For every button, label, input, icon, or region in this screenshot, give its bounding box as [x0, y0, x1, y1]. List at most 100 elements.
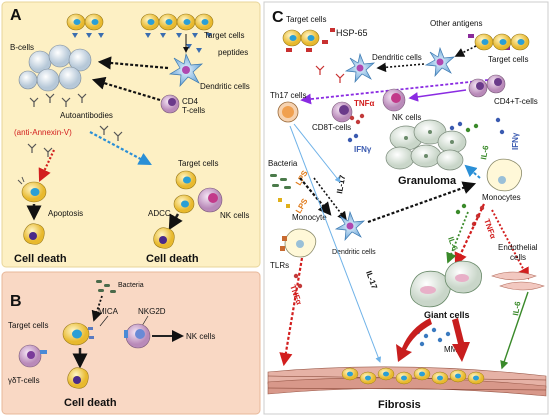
b-cells-cluster	[18, 44, 92, 92]
other-antigens-label: Other antigens	[430, 19, 482, 28]
cytokine-dots-left	[293, 273, 303, 289]
monocyte-label: Monocyte	[292, 213, 327, 222]
arrow-to-giant	[454, 203, 485, 266]
arrow-bacteria-to-monocyte	[299, 177, 332, 216]
arrow-tnfa-to-fibrosis-left	[279, 257, 304, 367]
peptide-triangles	[72, 33, 212, 53]
cd4-label-c: CD4+T-cells	[494, 97, 538, 106]
target-cells-row-2	[140, 13, 214, 31]
antibodies-group	[27, 93, 123, 157]
panel-b-letter: B	[10, 293, 22, 310]
endothelial-label: Endothelial	[498, 243, 538, 252]
line-il17-2	[289, 125, 382, 363]
arrow-adcc	[168, 213, 183, 231]
big-arrow-giant-to-fibrosis-2	[452, 318, 470, 362]
lps-molecules	[278, 198, 290, 208]
line-nkg2d	[141, 315, 149, 327]
target-cells-label-b: Target cells	[8, 321, 48, 330]
mica-receptors	[88, 327, 94, 339]
ifny-label-2: IFNγ	[511, 132, 520, 150]
fibrosis-label: Fibrosis	[378, 399, 421, 411]
cytokine-dots-right	[449, 117, 505, 135]
nkg2d-label: NKG2D	[138, 307, 166, 316]
panel-a-letter: A	[10, 7, 22, 24]
dying-cell-b	[67, 367, 89, 389]
giant-cells	[409, 260, 483, 308]
target-cell-adcc-2	[173, 194, 195, 214]
mica-label: MICA	[98, 307, 119, 316]
arrow-cd4-to-bcells	[91, 76, 161, 102]
dying-cell-a2	[153, 227, 175, 249]
target-cells-label-a2: Target cells	[178, 159, 218, 168]
cell-death-label-a2: Cell death	[146, 253, 199, 265]
tlrs-label: TLRs	[270, 261, 289, 270]
adcc-label: ADCC	[148, 209, 171, 218]
mmp-dots	[415, 327, 451, 347]
apoptosis-label: Apoptosis	[48, 209, 83, 218]
hsp65-molecules	[286, 28, 335, 52]
big-arrow-giant-to-fibrosis-1	[396, 318, 432, 362]
gd-t-cells-label: γδT-cells	[8, 376, 40, 385]
b-cells-label: B-cells	[10, 43, 34, 52]
target-cells-row-1	[66, 13, 104, 31]
target-cells-label-c2: Target cells	[488, 55, 528, 64]
cytokine-dots-cd8	[347, 113, 365, 143]
dendritic-cell-c2	[424, 46, 456, 78]
arrow-to-adcc	[89, 131, 152, 166]
dendritic-cells-label-c1: Dendritic cells	[372, 53, 422, 62]
dendritic-cells-label-a: Dendritic cells	[200, 82, 250, 91]
th17-label: Th17 cells	[270, 91, 306, 100]
arrow-nk-from-cd4	[408, 89, 467, 102]
nk-cells-label-c: NK cells	[392, 113, 421, 122]
il6-label-1: IL-6	[479, 144, 490, 160]
cd4-t-cell	[160, 94, 180, 114]
granuloma-label: Granuloma	[398, 175, 457, 187]
line-mica	[99, 315, 109, 327]
dying-cell-a1	[23, 223, 45, 245]
bacteria-label-c: Bacteria	[268, 159, 298, 168]
monocytes-label: Monocytes	[482, 193, 521, 202]
target-cell-b	[62, 322, 90, 346]
il6-label-3: IL-6	[511, 300, 522, 316]
tnfa-label-1: TNFα	[354, 99, 375, 108]
gd-t-cell	[18, 344, 47, 368]
arrow-dc-to-monocytes	[367, 181, 477, 224]
dendritic-cells-label-c2: Dendritic cells	[332, 249, 376, 256]
nk-cell-adcc	[197, 187, 223, 213]
monocytes-right	[486, 158, 523, 192]
target-cells-c1	[282, 29, 320, 47]
cd4-t-cells-c	[468, 74, 506, 98]
autoantibodies-label: Autoantibodies	[60, 111, 113, 120]
t-cells-label: T-cells	[182, 106, 205, 115]
target-cells-c2	[474, 33, 530, 51]
hsp65-label: HSP-65	[336, 28, 368, 38]
arrow-to-endothelial	[491, 209, 529, 280]
arrow-endothelial-to-fibrosis	[500, 291, 529, 370]
endothelial-cells	[491, 271, 545, 291]
target-cells-label-c1: Target cells	[286, 15, 326, 24]
antigen-y-receptors	[315, 65, 345, 83]
antibody-bound-cell	[17, 176, 47, 203]
cd4-label: CD4	[182, 97, 199, 106]
fibrosis-band	[267, 366, 547, 397]
arrow-dc-to-bcells	[97, 56, 169, 70]
cell-death-label-b: Cell death	[64, 397, 117, 409]
arrow-bacteria-to-dc	[313, 177, 347, 222]
nk-cells-label-b: NK cells	[186, 332, 215, 341]
cd8-label: CD8T-cells	[312, 123, 351, 132]
dendritic-cell-c1	[344, 52, 376, 84]
target-cell-adcc	[175, 170, 197, 190]
granuloma-cluster	[385, 119, 467, 171]
bacteria-label-b: Bacteria	[118, 282, 144, 289]
cd8-t-cell	[331, 101, 353, 123]
monocyte-left	[280, 228, 317, 258]
nk-cell-b	[124, 323, 151, 349]
nk-cell-c	[382, 88, 406, 112]
peptides-label: peptides	[218, 48, 248, 57]
line-il17-1	[293, 123, 341, 183]
arrow-to-th17	[300, 79, 489, 105]
arrow-bacteria-b	[91, 295, 103, 322]
ifny-label-1: IFNγ	[354, 145, 372, 154]
bacteria-group-c	[270, 174, 291, 189]
